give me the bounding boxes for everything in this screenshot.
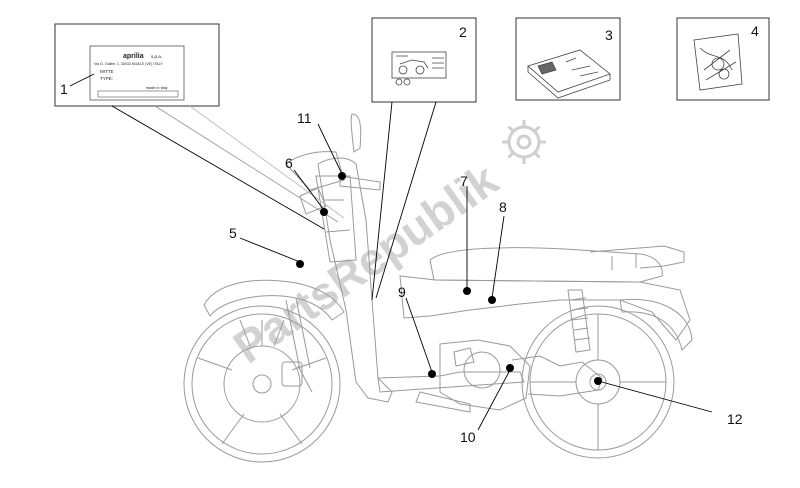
callout-5: 5 xyxy=(229,225,237,241)
engine-block xyxy=(439,339,603,411)
watermark: PartsRepublik xyxy=(224,120,546,373)
inset-box-3 xyxy=(515,17,621,101)
callout-4: 4 xyxy=(751,23,759,39)
callout-7: 7 xyxy=(460,173,468,189)
inset-box-1: aprilia s.p.a. Via G. Galilei, 1, 30033 … xyxy=(54,23,220,107)
front-fender xyxy=(203,279,345,321)
inset-box-4 xyxy=(676,17,770,101)
leader-box1-a xyxy=(111,105,325,230)
callout-6: 6 xyxy=(285,155,293,171)
floorboard xyxy=(377,371,525,393)
seat xyxy=(429,247,663,283)
leg-shield xyxy=(317,157,393,403)
leader-8 xyxy=(491,215,505,299)
handlebar xyxy=(339,113,381,191)
dot-12 xyxy=(594,377,602,385)
plate-address: Via G. Galilei, 1, 30033 NOALE (VE) ITAL… xyxy=(94,62,163,66)
callout-11: 11 xyxy=(297,110,312,126)
leader-box1-b xyxy=(154,105,339,223)
inset-box-2 xyxy=(371,17,477,103)
front-fork xyxy=(285,297,313,393)
plate-barcode-field xyxy=(97,90,179,98)
leader-11 xyxy=(317,123,343,175)
callout-dots xyxy=(296,172,602,385)
dot-9 xyxy=(428,370,436,378)
leader-box2-b xyxy=(375,101,437,299)
leader-6 xyxy=(293,169,325,211)
callout-3: 3 xyxy=(605,27,613,43)
dot-11 xyxy=(338,172,346,180)
callout-1: 1 xyxy=(60,81,68,97)
callout-8: 8 xyxy=(499,199,507,215)
front-wheel xyxy=(183,305,341,463)
dot-5 xyxy=(296,260,304,268)
rear-rack xyxy=(589,245,685,270)
callout-12: 12 xyxy=(727,411,743,427)
rear-shock xyxy=(567,289,591,353)
dot-6 xyxy=(320,208,328,216)
headlight xyxy=(299,187,327,215)
plate-brand: aprilia xyxy=(123,53,144,60)
plate-mitte: MITTE xyxy=(100,69,114,74)
decal-sheet-icon xyxy=(391,51,447,86)
plate-brand-suffix: s.p.a. xyxy=(151,54,162,59)
plate-type: TYPE: xyxy=(100,76,113,81)
leader-box1-c xyxy=(189,105,345,219)
rear-body xyxy=(399,275,691,341)
leader-10 xyxy=(477,369,511,431)
callout-10: 10 xyxy=(460,429,476,445)
leader-1 xyxy=(69,73,95,87)
callout-labels: 1 2 3 4 5 6 7 8 9 10 11 12 xyxy=(60,23,759,445)
callout-2: 2 xyxy=(459,24,467,40)
dot-10 xyxy=(506,364,514,372)
manual-book-icon xyxy=(527,49,611,99)
dot-7 xyxy=(463,287,471,295)
leader-box2-a xyxy=(371,101,393,301)
callout-9: 9 xyxy=(398,284,406,300)
leader-5 xyxy=(239,237,301,263)
gear-icon xyxy=(502,120,546,164)
scooter-illustration xyxy=(183,113,693,463)
dot-8 xyxy=(488,296,496,304)
leader-lines xyxy=(69,73,713,431)
exhaust xyxy=(415,391,471,413)
rear-fender xyxy=(619,298,693,351)
leader-9 xyxy=(405,297,433,373)
plate-made-in: made in Italy xyxy=(146,86,168,90)
leader-12 xyxy=(597,380,713,413)
tool-kit-icon xyxy=(693,33,743,91)
